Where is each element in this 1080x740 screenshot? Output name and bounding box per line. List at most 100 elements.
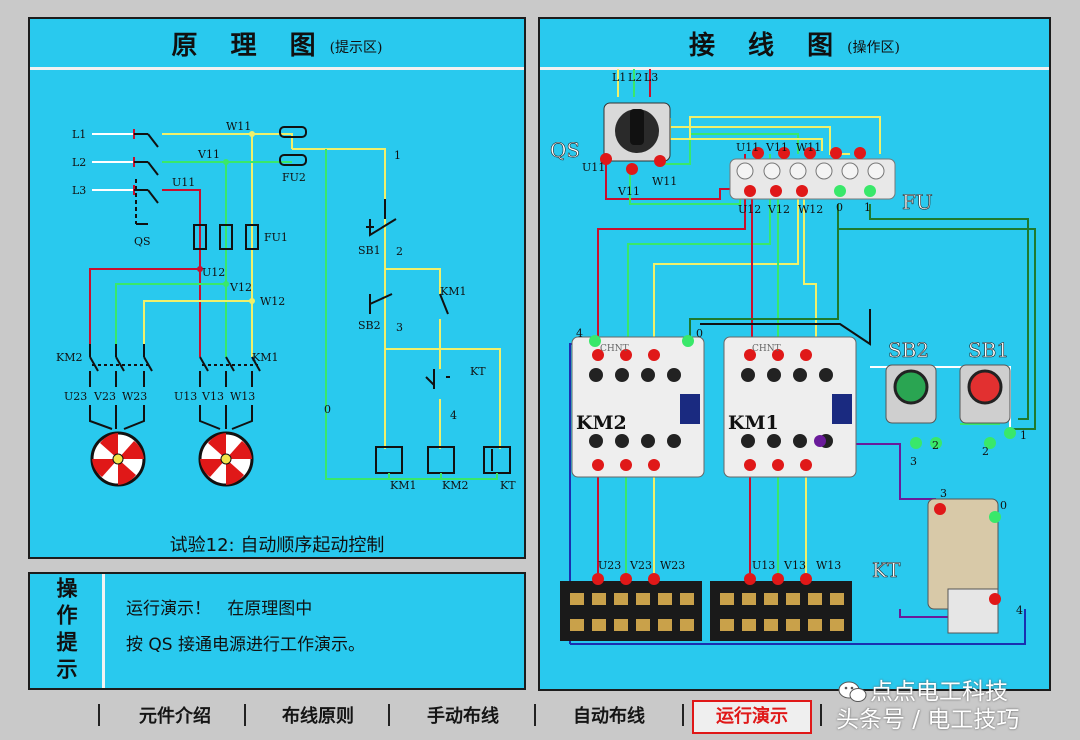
svg-text:0: 0 — [324, 403, 331, 416]
svg-text:SB1: SB1 — [358, 244, 381, 257]
operation-hint-line-2: 按 QS 接通电源进行工作演示。 — [126, 635, 365, 655]
svg-text:W13: W13 — [816, 559, 841, 572]
svg-text:0: 0 — [836, 201, 843, 214]
operation-hint-label-box: 操作提示 — [30, 574, 105, 688]
svg-text:L3: L3 — [72, 184, 86, 197]
tab-auto-wiring[interactable]: 自动布线 — [573, 706, 645, 727]
svg-text:KM2: KM2 — [576, 412, 627, 434]
tab-separator — [388, 704, 390, 726]
contactor-km1-icon — [723, 336, 857, 478]
experiment-caption: 试验12: 自动顺序起动控制 — [169, 535, 385, 556]
wiring-title: 接 线 图 — [688, 30, 846, 61]
svg-text:W13: W13 — [230, 390, 255, 403]
svg-text:V11: V11 — [617, 185, 640, 198]
svg-text:U13: U13 — [174, 390, 197, 403]
tab-wiring-principles[interactable]: 布线原则 — [282, 706, 354, 727]
operation-hint-line-1: 运行演示！ 在原理图中 — [126, 599, 313, 619]
svg-text:L1: L1 — [72, 128, 86, 141]
schematic-panel: 原 理 图 (提示区) — [28, 17, 526, 559]
svg-text:2: 2 — [396, 245, 403, 258]
tab-manual-wiring[interactable]: 手动布线 — [427, 706, 499, 727]
wiring-panel: 接 线 图 (操作区) — [538, 17, 1051, 691]
svg-text:U12: U12 — [202, 266, 225, 279]
svg-text:KM2: KM2 — [442, 479, 468, 492]
svg-text:KT: KT — [872, 558, 901, 582]
operation-hint-box: 操作提示 运行演示！ 在原理图中 按 QS 接通电源进行工作演示。 — [28, 572, 526, 690]
sb1-button-icon — [959, 364, 1016, 449]
svg-text:1: 1 — [394, 149, 401, 162]
svg-text:KM1: KM1 — [252, 351, 278, 364]
svg-text:QS: QS — [134, 235, 151, 248]
svg-text:W23: W23 — [660, 559, 685, 572]
svg-text:4: 4 — [450, 409, 457, 422]
svg-text:0: 0 — [1000, 499, 1007, 512]
svg-text:V11: V11 — [197, 148, 220, 161]
tab-separator — [682, 704, 684, 726]
tab-component-intro[interactable]: 元件介绍 — [139, 706, 211, 727]
contactor-km2-icon — [571, 335, 705, 478]
wechat-icon — [838, 681, 867, 702]
svg-text:W12: W12 — [798, 203, 823, 216]
svg-text:SB2: SB2 — [358, 319, 381, 332]
svg-text:2: 2 — [932, 439, 939, 452]
svg-text:V13: V13 — [783, 559, 806, 572]
svg-text:W11: W11 — [652, 175, 677, 188]
svg-text:V23: V23 — [93, 390, 116, 403]
schematic-diagram[interactable]: L1 L2 L3 W11 V11 U11 QS FU1 FU2 U12 V12 … — [30, 69, 524, 559]
svg-text:U23: U23 — [64, 390, 87, 403]
svg-text:L1: L1 — [612, 71, 626, 84]
watermark-line-1: 点点电工科技 — [870, 679, 1008, 705]
svg-text:1: 1 — [864, 201, 871, 214]
svg-text:U13: U13 — [752, 559, 775, 572]
svg-text:V11: V11 — [765, 141, 788, 154]
svg-text:FU2: FU2 — [282, 171, 306, 184]
svg-text:KT: KT — [470, 365, 486, 378]
svg-text:FU1: FU1 — [264, 231, 288, 244]
svg-text:3: 3 — [396, 321, 403, 334]
svg-text:W23: W23 — [122, 390, 147, 403]
svg-text:KM1: KM1 — [390, 479, 416, 492]
svg-text:U11: U11 — [736, 141, 759, 154]
qs-switch-icon — [600, 102, 671, 175]
fuse-block-icon — [729, 147, 896, 200]
svg-text:4: 4 — [576, 327, 583, 340]
tab-run-demo[interactable]: 运行演示 — [692, 700, 812, 734]
wiring-title-note: (操作区) — [847, 40, 901, 56]
svg-text:KT: KT — [500, 479, 516, 492]
svg-text:FU: FU — [902, 190, 933, 214]
svg-text:U11: U11 — [172, 176, 195, 189]
svg-text:U11: U11 — [582, 161, 605, 174]
schematic-title: 原 理 图 — [171, 30, 328, 61]
tab-separator — [534, 704, 536, 726]
kt-timer-icon — [927, 498, 1001, 634]
svg-text:U12: U12 — [738, 203, 761, 216]
watermark: 点点电工科技 头条号 / 电工技巧 — [836, 678, 1019, 734]
wiring-diagram[interactable]: L1 L2 L3 U11 V11 W11 U11 V11 W11 U12 V12… — [540, 69, 1049, 689]
svg-text:0: 0 — [696, 327, 703, 340]
svg-text:KM1: KM1 — [728, 412, 779, 434]
svg-text:L3: L3 — [644, 71, 658, 84]
svg-text:CHNT: CHNT — [752, 344, 781, 354]
svg-text:V13: V13 — [201, 390, 224, 403]
motor-m1-icon — [198, 431, 254, 487]
svg-text:SB2: SB2 — [888, 338, 929, 362]
operation-hint-label: 操作提示 — [54, 577, 78, 685]
svg-text:SB1: SB1 — [968, 338, 1009, 362]
terminal-block-icon — [560, 573, 852, 641]
svg-text:L2: L2 — [72, 156, 86, 169]
svg-text:V12: V12 — [229, 281, 252, 294]
watermark-line-2: 头条号 / 电工技巧 — [836, 707, 1020, 733]
schematic-title-bar: 原 理 图 (提示区) — [30, 19, 524, 70]
schematic-title-note: (提示区) — [329, 40, 383, 56]
sb2-button-icon — [885, 364, 942, 449]
svg-text:V23: V23 — [629, 559, 652, 572]
svg-text:W11: W11 — [226, 120, 251, 133]
svg-text:V12: V12 — [767, 203, 790, 216]
svg-text:KM2: KM2 — [56, 351, 82, 364]
svg-text:2: 2 — [982, 445, 989, 458]
svg-text:1: 1 — [1020, 429, 1027, 442]
svg-text:3: 3 — [910, 455, 917, 468]
svg-text:KM1: KM1 — [440, 285, 466, 298]
motor-m2-icon — [90, 431, 146, 487]
svg-text:4: 4 — [1016, 604, 1023, 617]
